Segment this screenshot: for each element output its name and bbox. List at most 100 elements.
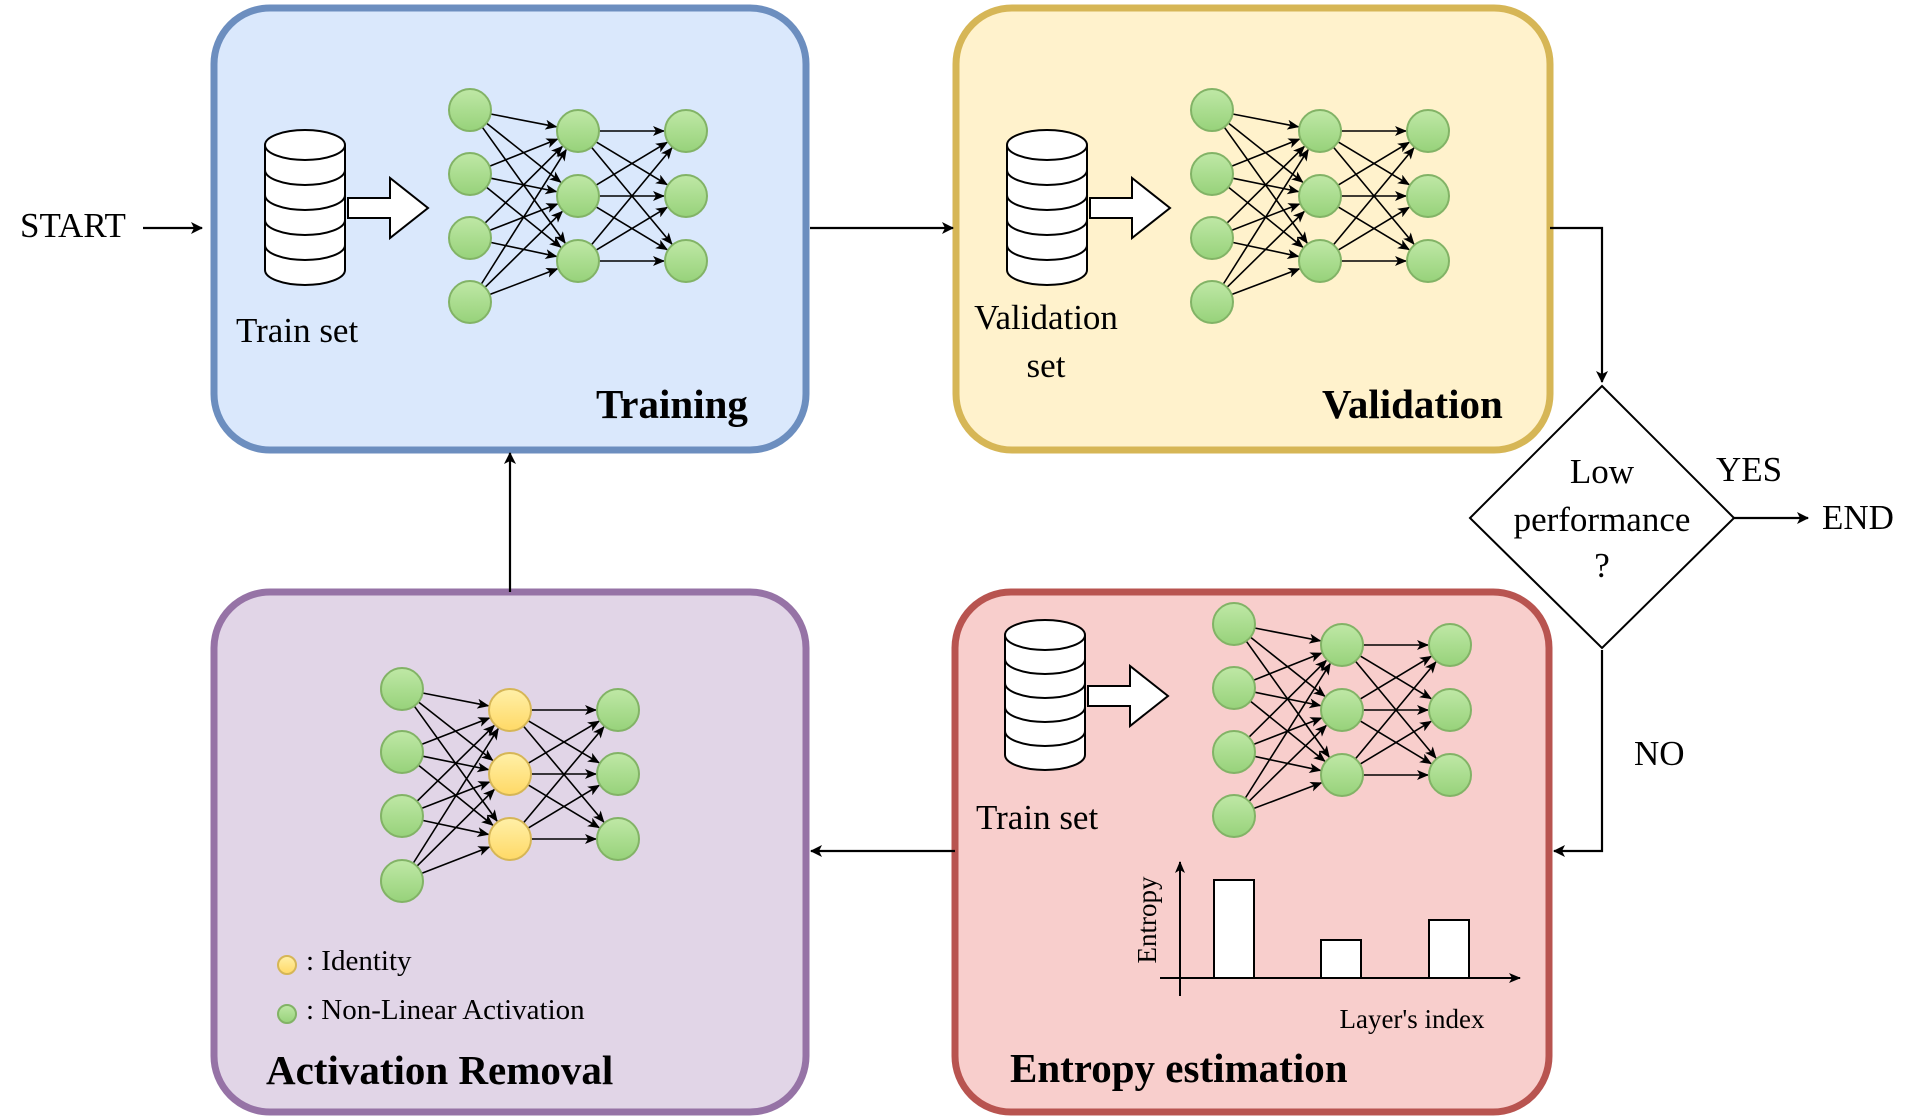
entropy-hollow-arrow	[1087, 663, 1170, 729]
network-connection	[421, 717, 491, 746]
network-connections	[1244, 627, 1437, 810]
entropy-dataset-label: Train set	[976, 798, 1099, 837]
network-connection	[484, 145, 564, 224]
training-hollow-arrow	[347, 175, 430, 241]
input-neuron	[1190, 280, 1234, 324]
database-body	[1004, 635, 1086, 771]
hidden-neuron	[1298, 174, 1342, 218]
network-connection	[484, 210, 564, 288]
network-connection	[522, 726, 605, 824]
network-connection	[1231, 138, 1301, 167]
hidden-neuron	[1320, 753, 1364, 797]
database-top	[1006, 129, 1088, 161]
network-connection	[1226, 145, 1306, 224]
network-connection	[1253, 782, 1323, 810]
entropy-bar-3	[1428, 919, 1470, 979]
input-neuron	[1212, 794, 1256, 838]
validation-title: Validation	[1322, 381, 1503, 427]
identity-legend-dot	[277, 955, 297, 975]
network-connection	[595, 206, 669, 251]
output-neuron	[1428, 623, 1472, 667]
input-neuron	[380, 667, 424, 711]
identity-legend-label: : Identity	[306, 945, 412, 977]
network-connection	[1232, 113, 1300, 130]
output-neuron	[664, 174, 708, 218]
yes-label: YES	[1716, 450, 1783, 489]
output-neuron	[1406, 239, 1450, 283]
network-connection	[1231, 268, 1301, 296]
training-stage-box	[210, 4, 810, 454]
network-connection	[1359, 655, 1433, 700]
validation-dataset-label-line-1: Validation	[974, 298, 1118, 337]
database-ring	[264, 219, 346, 236]
input-neuron	[380, 730, 424, 774]
output-neuron	[596, 752, 640, 796]
output-neuron	[596, 688, 640, 732]
network-connection	[412, 727, 499, 864]
hidden-neuron	[556, 109, 600, 153]
database-ring	[1006, 244, 1088, 261]
end-label: END	[1822, 498, 1894, 537]
database-top	[1004, 619, 1086, 651]
network-connection	[1222, 148, 1309, 285]
network-connection	[595, 141, 669, 186]
network-connection	[1226, 210, 1306, 288]
network-connections	[412, 692, 605, 875]
entropy-neural-network	[1212, 602, 1472, 838]
network-connection	[1332, 147, 1415, 246]
input-neuron	[380, 794, 424, 838]
start-label: START	[20, 206, 126, 245]
non-linear-legend-dot	[277, 1004, 297, 1024]
database-ring	[1006, 219, 1088, 236]
network-connection	[480, 148, 567, 285]
validation-neural-network	[1190, 88, 1450, 324]
decision-no-arrow	[1553, 650, 1604, 857]
decision-label-line-2: performance	[1513, 500, 1691, 539]
input-neuron	[1190, 152, 1234, 196]
input-neuron	[1212, 602, 1256, 646]
flow-connectors	[143, 222, 1809, 857]
decision-label-line-3: ?	[1594, 546, 1610, 585]
database-ring	[264, 169, 346, 186]
output-neuron	[664, 109, 708, 153]
database-ring	[1006, 194, 1088, 211]
output-neuron	[1406, 109, 1450, 153]
network-connection	[1253, 652, 1323, 681]
network-connection	[421, 846, 491, 875]
network-connection	[590, 147, 673, 246]
network-connection	[1248, 724, 1328, 802]
activation-removal-title: Activation Removal	[266, 1047, 614, 1093]
hidden-neuron	[556, 174, 600, 218]
network-connection	[1354, 661, 1437, 760]
hidden-neuron	[1320, 623, 1364, 667]
network-connection	[527, 784, 601, 829]
validation-to-decision-arrow	[1550, 226, 1608, 383]
entropy-train-set-database-icon	[1004, 619, 1086, 771]
identity-neuron	[488, 817, 532, 861]
output-neuron	[1406, 174, 1450, 218]
hidden-neuron	[1298, 239, 1342, 283]
database-ring	[264, 244, 346, 261]
hidden-neuron	[1320, 688, 1364, 732]
input-neuron	[1190, 216, 1234, 260]
network-connection	[416, 724, 496, 802]
network-connection	[1254, 627, 1322, 644]
entropy-title: Entropy estimation	[1010, 1045, 1348, 1091]
input-neuron	[1212, 666, 1256, 710]
training-title: Training	[596, 381, 748, 427]
network-connection	[422, 692, 490, 709]
database-top	[264, 129, 346, 161]
entropy-chart-x-label: Layer's index	[1339, 1004, 1485, 1034]
input-neuron	[448, 280, 492, 324]
identity-neuron	[488, 688, 532, 732]
validation-set-database-icon	[1006, 129, 1088, 286]
entropy-chart: Entropy Layer's index	[1132, 861, 1521, 1034]
network-connection	[1359, 720, 1433, 765]
output-neuron	[596, 817, 640, 861]
non-linear-legend-label: : Non-Linear Activation	[306, 994, 585, 1026]
network-connection	[416, 788, 496, 867]
network-connection	[1337, 206, 1411, 251]
database-ring	[1004, 658, 1086, 675]
network-connection	[1244, 662, 1331, 799]
